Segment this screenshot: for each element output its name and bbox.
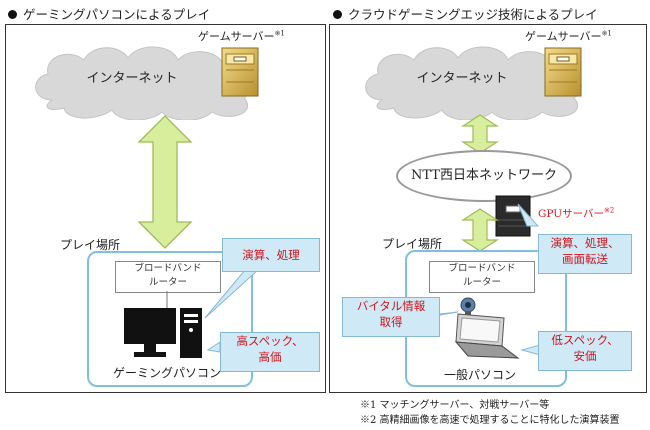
spec-callout: 低スペック、安価	[538, 331, 632, 371]
bullet-icon	[333, 10, 342, 19]
play-place-label: プレイ場所	[382, 237, 443, 251]
game-server-label: ゲームサーバー※1	[198, 29, 285, 43]
game-server-icon	[544, 47, 582, 97]
bullet-icon	[8, 10, 17, 19]
game-server-label: ゲームサーバー※1	[525, 29, 612, 43]
ntt-network: NTT西日本ネットワーク	[396, 150, 572, 202]
play-place-label: プレイ場所	[60, 238, 121, 252]
laptop-icon	[454, 313, 520, 359]
footnote-1: ※1 マッチングサーバー、対戦サーバー等	[360, 400, 550, 411]
right-heading: クラウドゲーミングエッジ技術によるプレイ	[333, 4, 598, 23]
device-label: 一般パソコン	[443, 368, 516, 382]
gpu-server-label: GPUサーバー※2	[538, 206, 615, 221]
footnote-2: ※2 高精細画像を高速で処理することに特化した演算装置	[360, 415, 620, 426]
game-server-icon	[221, 47, 259, 97]
desktop-pc-icon	[124, 308, 202, 358]
device-label: ゲーミングパソコン	[112, 366, 221, 380]
compute-callout: 演算、処理、画面転送	[538, 234, 632, 274]
spec-callout: 高スペック、高価	[220, 332, 320, 372]
internet-label: インターネット	[86, 71, 178, 86]
connection-arrow	[137, 115, 193, 249]
internet-label: インターネット	[416, 71, 508, 86]
compute-callout: 演算、処理	[222, 238, 320, 272]
broadband-router: ブロードバンドルーター	[429, 261, 535, 293]
broadband-router: ブロードバンドルーター	[115, 261, 221, 293]
left-heading: ゲーミングパソコンによるプレイ	[8, 4, 210, 23]
vital-callout: バイタル情報取得	[342, 297, 440, 337]
